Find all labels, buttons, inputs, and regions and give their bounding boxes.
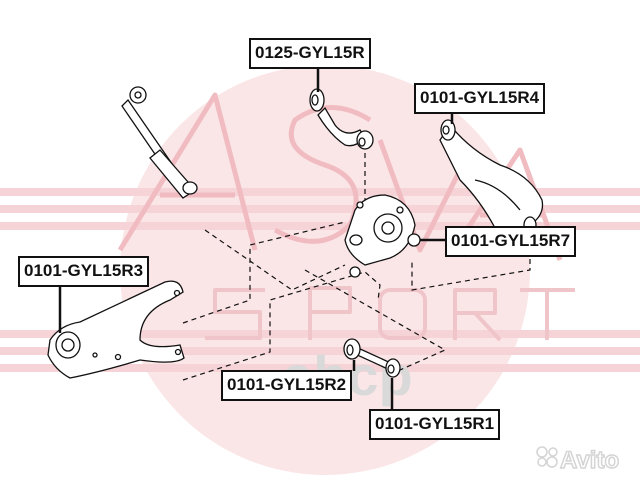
- sport-logo-drawing: [205, 286, 575, 342]
- part-label-0101-gyl15r2: 0101-GYL15R2: [221, 370, 353, 401]
- avito-watermark: Avito: [560, 447, 619, 474]
- part-label-0101-gyl15r3: 0101-GYL15R3: [18, 256, 150, 287]
- trailing-arm-part: [47, 280, 185, 379]
- watermark-stripes: [0, 188, 640, 372]
- part-label-0101-gyl15r7: 0101-GYL15R7: [445, 226, 577, 257]
- upper-arm-part: [439, 119, 544, 241]
- leader-lines: [58, 67, 454, 410]
- part-label-0101-gyl15r4: 0101-GYL15R4: [414, 83, 546, 114]
- avito-logo-icon: [536, 446, 558, 468]
- part-label-0101-gyl15r1: 0101-GYL15R1: [369, 409, 501, 440]
- knuckle-part: [344, 194, 421, 278]
- upper-link-part: [309, 88, 374, 150]
- shock-absorber-part: [121, 86, 198, 199]
- lateral-link-part: [343, 338, 401, 378]
- part-label-0125-gyl15r: 0125-GYL15R: [249, 38, 371, 69]
